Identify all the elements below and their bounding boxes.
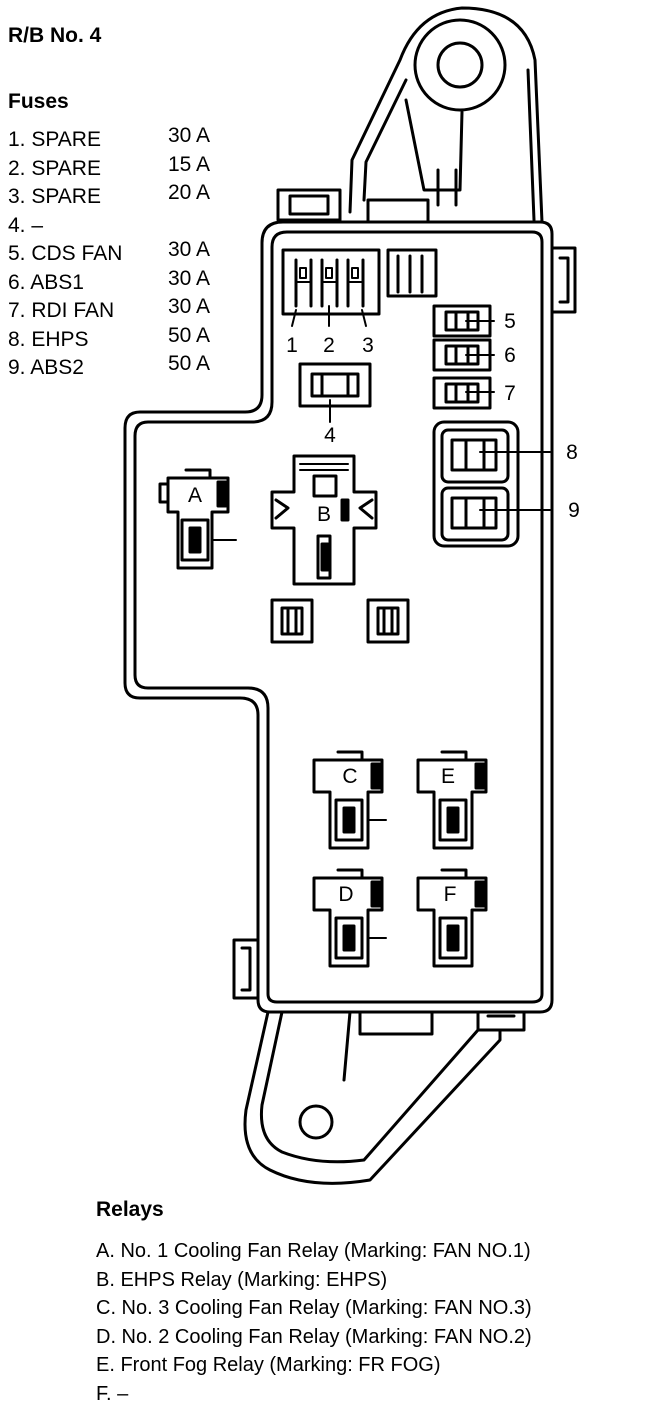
fuse-number-9: 9 [568, 499, 580, 522]
fuse-entry: 4. – [8, 214, 248, 243]
relay-entry: C. No. 3 Cooling Fan Relay (Marking: FAN… [96, 1297, 532, 1319]
fuse-block-1-2-3 [281, 248, 381, 327]
fuse-entry: 3. SPARE 20 A [8, 181, 248, 214]
fuse-rating: 20 A [168, 181, 211, 204]
relay-list: A. No. 1 Cooling Fan Relay (Marking: FAN… [96, 1240, 532, 1411]
fuse-6 [432, 338, 495, 372]
fuse-rating: 30 A [168, 266, 211, 290]
box-outer-outline [123, 220, 554, 1014]
fuse-name: 9. ABS2 [8, 356, 84, 379]
fuse-name: 6. ABS1 [8, 270, 84, 294]
relay-block-diagram: 1 2 3 4 5 6 7 8 9 A B C D E F [123, 6, 580, 1185]
diagram-title: R/B No. 4 [8, 24, 102, 47]
relay-label-b: B [317, 503, 331, 526]
spare-socket [386, 248, 438, 298]
fuse-rating: 30 A [168, 238, 211, 261]
fuse-name: 8. EHPS [8, 327, 89, 351]
relay-label-a: A [188, 484, 202, 507]
fuse-number-3: 3 [362, 334, 374, 357]
fuse-name: 4. – [8, 213, 44, 237]
fuse-name: 3. SPARE [8, 185, 101, 208]
fuse-number-1: 1 [286, 334, 298, 357]
fuse-entry: 1. SPARE 30 A [8, 124, 248, 157]
fuse-entry: 8. EHPS 50 A [8, 324, 248, 357]
top-clips [276, 188, 430, 224]
fuses-heading: Fuses [8, 90, 69, 113]
relay-entry: E. Front Fog Relay (Marking: FR FOG) [96, 1354, 441, 1376]
relay-label-d: D [338, 883, 353, 906]
relay-f [416, 868, 488, 968]
fuse-rating: 50 A [168, 352, 211, 375]
left-side-clip [232, 938, 260, 1000]
relay-entry: B. EHPS Relay (Marking: EHPS) [96, 1268, 388, 1291]
fuse-name: 7. RDI FAN [8, 299, 115, 322]
relay-entry: D. No. 2 Cooling Fan Relay (Marking: FAN… [96, 1325, 532, 1348]
relay-label-f: F [444, 883, 457, 906]
fuse-rating: 30 A [168, 295, 211, 318]
fuse-9 [440, 486, 551, 542]
fuse-entry: 6. ABS1 30 A [8, 267, 248, 300]
relay-a [158, 468, 237, 570]
fuse-number-4: 4 [324, 424, 336, 447]
fuse-8 [440, 428, 551, 484]
relay-entry: A. No. 1 Cooling Fan Relay (Marking: FAN… [96, 1240, 531, 1262]
top-mounting-arm [348, 6, 544, 224]
fuse-entry: 5. CDS FAN 30 A [8, 238, 248, 271]
relay-entry: F. – [96, 1382, 129, 1405]
fuse-number-6: 6 [504, 344, 516, 367]
fuse-7 [432, 376, 495, 410]
relay-label-c: C [342, 765, 357, 788]
bottom-mounting-arm [243, 1010, 502, 1185]
fuse-4 [298, 362, 372, 423]
relay-b [270, 454, 378, 586]
fuse-name: 5. CDS FAN [8, 242, 123, 265]
fuse-5 [432, 304, 495, 338]
fuse-entry: 9. ABS2 50 A [8, 352, 248, 385]
fuse-list: 1. SPARE 30 A 2. SPARE 15 A 3. SPARE 20 A 4… [8, 124, 248, 385]
relay-e [416, 750, 488, 850]
fuse-entry: 7. RDI FAN 30 A [8, 295, 248, 328]
fuse-entry: 2. SPARE 15 A [8, 153, 248, 186]
fuse-number-7: 7 [504, 382, 516, 405]
fuse-number-8: 8 [566, 441, 578, 464]
fuse-name: 1. SPARE [8, 128, 101, 151]
box-inner-outline [133, 230, 544, 1004]
fuse-name: 2. SPARE [8, 156, 101, 180]
small-socket-right [366, 598, 410, 644]
fuse-number-5: 5 [504, 310, 516, 333]
fuse-number-2: 2 [323, 334, 335, 357]
fuse-rating: 50 A [168, 323, 211, 347]
right-side-clip [550, 246, 577, 314]
relay-c [312, 750, 387, 850]
fuse-rating: 30 A [168, 124, 211, 147]
small-socket-left [270, 598, 314, 644]
fuse-rating: 15 A [168, 152, 211, 176]
relays-heading: Relays [96, 1198, 164, 1221]
relay-label-e: E [441, 765, 455, 788]
fuse-8-9-housing [432, 420, 520, 548]
relay-d [312, 868, 387, 968]
